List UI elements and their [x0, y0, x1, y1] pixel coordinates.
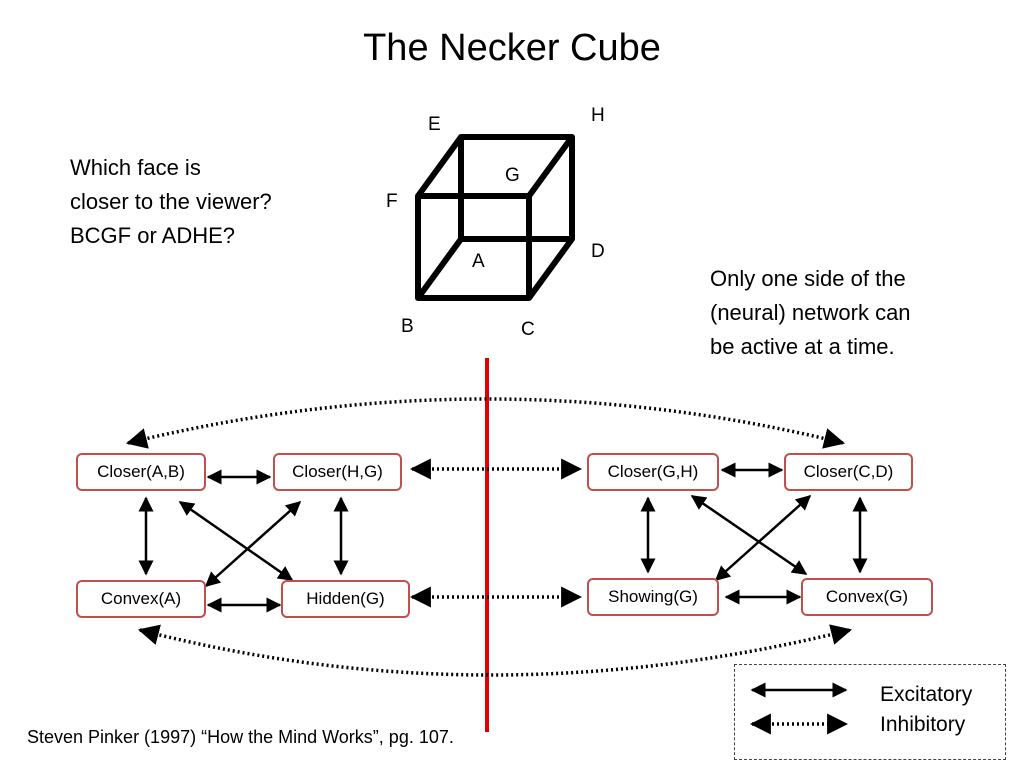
- question-line: Which face is: [70, 155, 201, 180]
- excitatory-link: [178, 500, 294, 582]
- right-network-links: [640, 462, 868, 605]
- excitatory-link: [204, 501, 302, 587]
- cube-back-face: [458, 134, 575, 242]
- inhibitory-links: [125, 397, 853, 677]
- cube-edge: [526, 237, 575, 300]
- cube-front-face: [415, 193, 532, 301]
- cube-edge: [526, 135, 575, 198]
- legend: [734, 664, 1006, 760]
- node-closer-h-g: Closer(H,G): [273, 453, 402, 491]
- legend-excitatory-label: Excitatory: [880, 683, 973, 706]
- citation: Steven Pinker (1997) “How the Mind Works…: [27, 727, 454, 747]
- network-note: Only one side of the (neural) network ca…: [710, 262, 911, 364]
- inhibitory-arc-bottom: [137, 624, 853, 677]
- vertex-label-f: F: [386, 191, 398, 212]
- vertex-label-b: B: [401, 316, 414, 337]
- left-network-links: [138, 469, 349, 613]
- note-line: be active at a time.: [710, 334, 895, 359]
- vertex-label-d: D: [591, 241, 605, 262]
- node-closer-a-b: Closer(A,B): [76, 453, 206, 491]
- vertex-label-c: C: [521, 319, 535, 340]
- legend-inhibitory-label: Inhibitory: [880, 713, 966, 736]
- note-line: Only one side of the: [710, 266, 906, 291]
- node-convex-g: Convex(G): [801, 578, 933, 616]
- node-hidden-g: Hidden(G): [281, 580, 410, 618]
- cube-edge: [415, 237, 464, 300]
- necker-cube: [415, 134, 575, 301]
- vertex-label-h: H: [591, 105, 605, 126]
- vertex-label-e: E: [428, 114, 441, 135]
- question-line: closer to the viewer?: [70, 189, 272, 214]
- vertex-label-a: A: [472, 251, 485, 272]
- cube-edge: [415, 135, 464, 198]
- note-line: (neural) network can: [710, 300, 911, 325]
- vertex-label-g: G: [505, 165, 520, 186]
- node-closer-g-h: Closer(G,H): [587, 453, 719, 491]
- inhibitory-arc-top: [125, 397, 846, 449]
- question-line: BCGF or ADHE?: [70, 223, 236, 248]
- question-text: Which face is closer to the viewer? BCGF…: [70, 151, 272, 253]
- node-convex-a: Convex(A): [76, 580, 206, 618]
- page-title: The Necker Cube: [363, 27, 661, 69]
- excitatory-link: [690, 494, 808, 576]
- node-closer-c-d: Closer(C,D): [784, 453, 913, 491]
- node-showing-g: Showing(G): [587, 578, 719, 616]
- excitatory-link: [714, 495, 812, 581]
